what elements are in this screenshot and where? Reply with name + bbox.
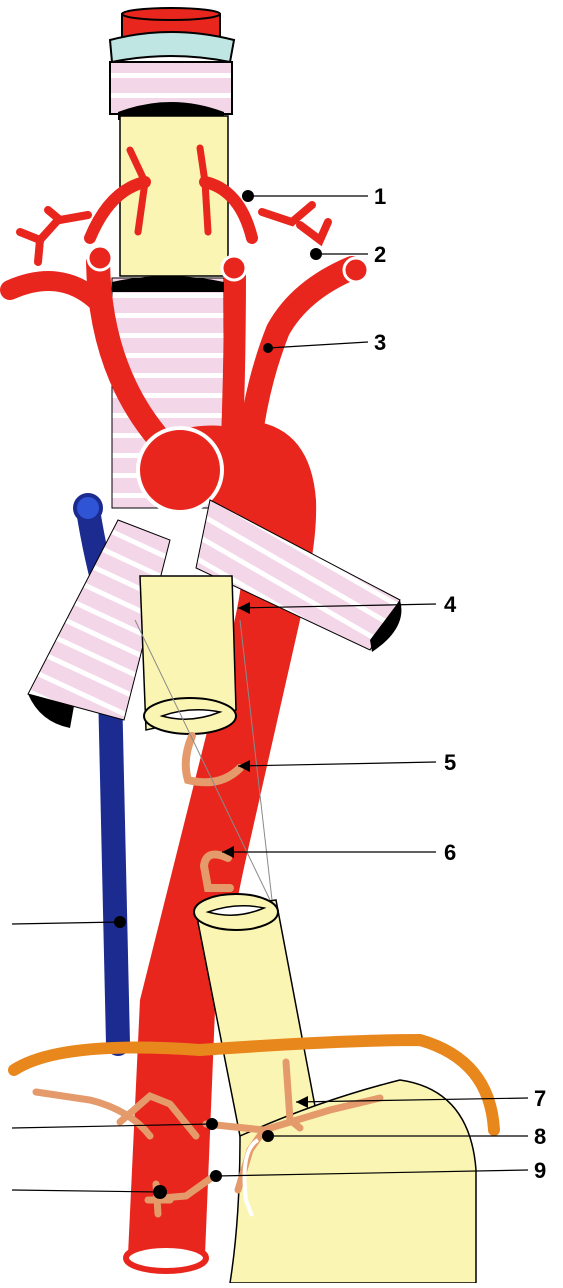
label-3: 3 xyxy=(374,330,386,355)
esophagus-middle xyxy=(140,576,236,734)
label-5: 5 xyxy=(444,750,456,775)
number-labels: 1 2 3 4 5 6 7 8 9 xyxy=(374,184,546,1183)
label-2: 2 xyxy=(374,242,386,267)
esophagus-upper xyxy=(120,116,228,276)
label-9: 9 xyxy=(534,1158,546,1183)
label-1: 1 xyxy=(374,184,386,209)
label-7: 7 xyxy=(534,1086,546,1111)
label-4: 4 xyxy=(444,592,457,617)
label-8: 8 xyxy=(534,1124,546,1149)
label-6: 6 xyxy=(444,840,456,865)
pharynx-top xyxy=(110,8,234,120)
aortic-arch-section xyxy=(138,428,222,512)
